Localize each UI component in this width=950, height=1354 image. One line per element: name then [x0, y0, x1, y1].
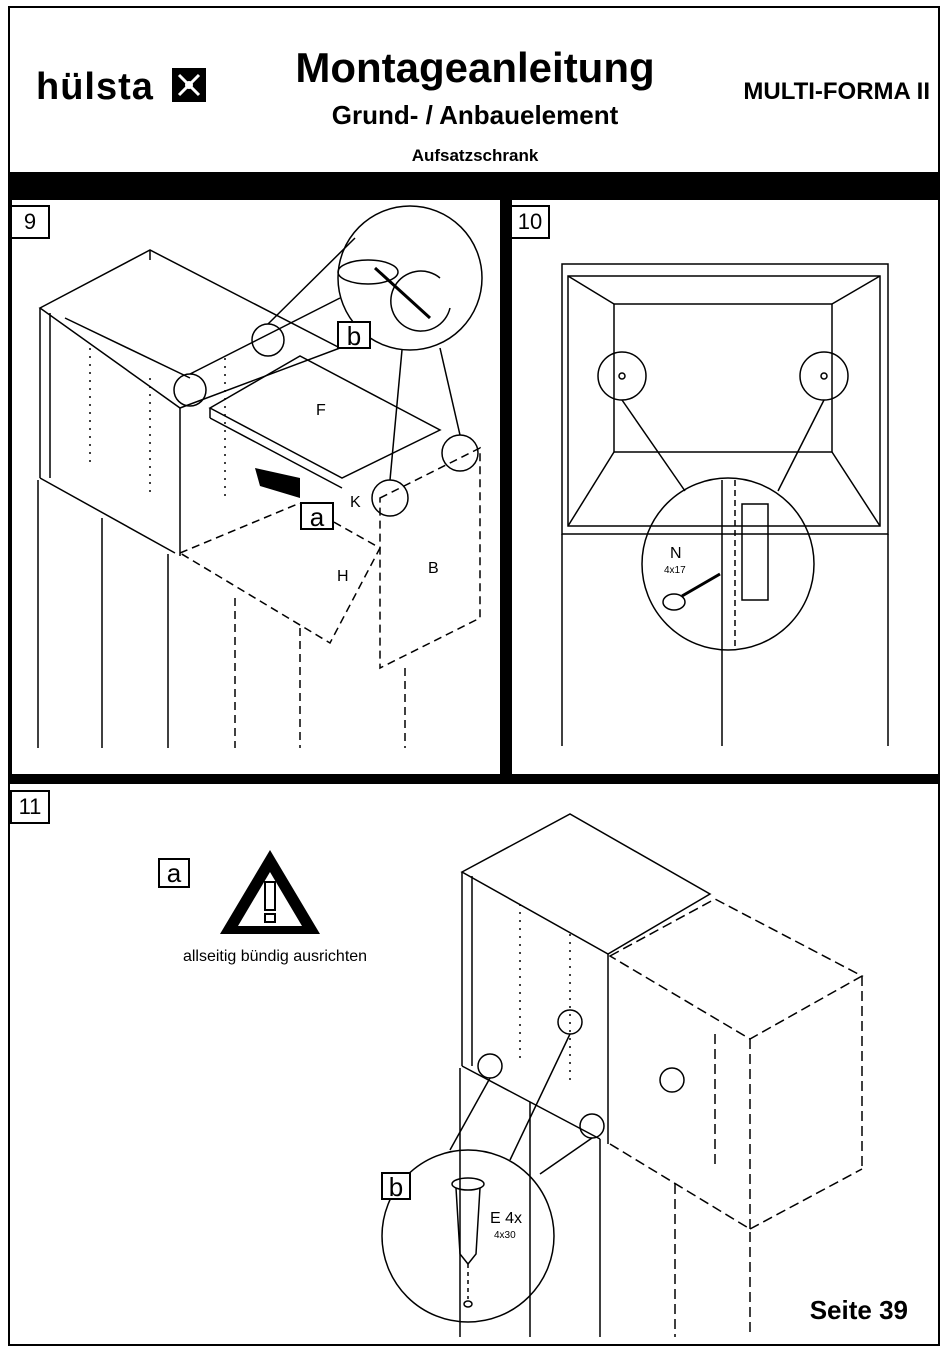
part-label-H: H: [337, 568, 349, 586]
step-10-screw-label: N: [670, 545, 682, 563]
panel-divider-h: [10, 776, 940, 784]
panel-divider: [502, 198, 510, 776]
part-label-B: B: [428, 560, 439, 578]
step-11-callout-b: b: [381, 1172, 411, 1200]
step-11-drawing: [10, 784, 940, 1344]
page-title: Montageanleitung: [260, 44, 690, 92]
page-sub-subtitle: Aufsatzschrank: [260, 146, 690, 166]
step-11-screw-label: E 4x: [490, 1210, 522, 1228]
step-9-callout-a: a: [300, 502, 334, 530]
step-9-callout-b: b: [337, 321, 371, 349]
step-11-screw-size: 4x30: [494, 1230, 516, 1241]
hulsta-logo-icon: [171, 67, 207, 103]
brand-logo: hülsta: [36, 66, 207, 109]
header-divider: [10, 172, 938, 198]
step-9-drawing: [10, 198, 502, 776]
part-label-K: K: [350, 494, 361, 512]
brand-name: hülsta: [36, 66, 154, 108]
page-subtitle: Grund- / Anbauelement: [260, 100, 690, 131]
step-10-screw-size: 4x17: [664, 565, 686, 576]
product-name: MULTI-FORMA II: [720, 78, 930, 106]
page-number: Seite 39: [810, 1295, 908, 1326]
step-10-drawing: [510, 198, 940, 776]
part-label-F: F: [316, 402, 326, 420]
